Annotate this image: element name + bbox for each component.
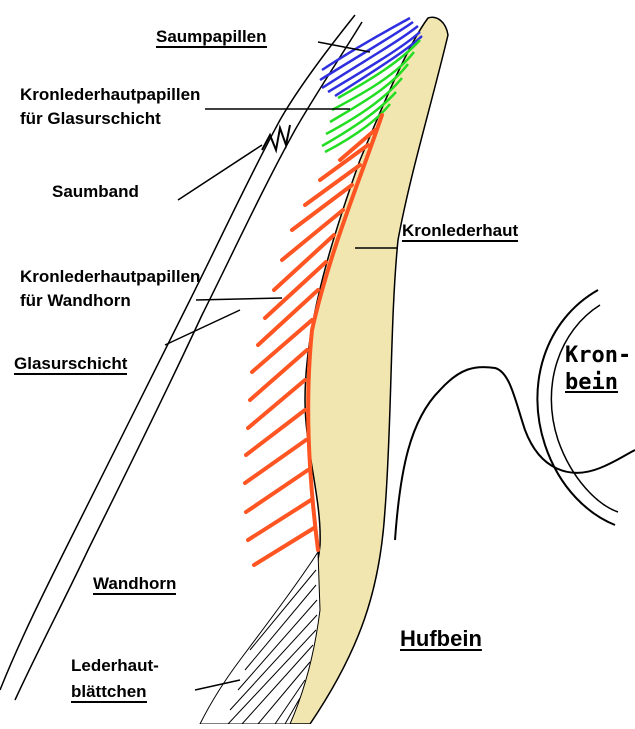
label-hufbein: Hufbein [400, 628, 482, 650]
label-kronbein-line1: Kron- [565, 345, 631, 367]
label-saumband: Saumband [52, 183, 139, 200]
label-kronlederhautpapillen-wand-line1: Kronlederhautpapillen [20, 268, 200, 285]
label-kronlederhaut: Kronlederhaut [402, 222, 518, 242]
label-kronlederhautpapillen-glasur-line1: Kronlederhautpapillen [20, 86, 200, 103]
label-lederhautblaettchen-line1: Lederhaut- [71, 657, 159, 674]
label-glasurschicht: Glasurschicht [14, 355, 127, 375]
label-wandhorn: Wandhorn [93, 575, 176, 595]
label-kronlederhautpapillen-wand-line2: für Wandhorn [20, 292, 131, 309]
label-saumpapillen: Saumpapillen [156, 28, 267, 48]
kronbein-outline [537, 290, 618, 525]
label-kronlederhautpapillen-glasur-line2: für Glasurschicht [20, 110, 161, 127]
label-lederhautblaettchen-line2: blättchen [71, 683, 147, 703]
label-kronbein-line2: bein [565, 372, 618, 394]
